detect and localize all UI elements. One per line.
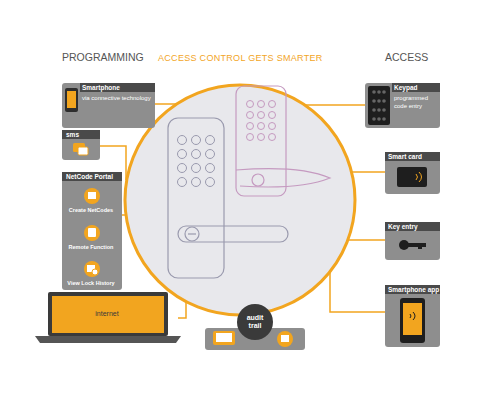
- keypad-dot: [382, 99, 386, 103]
- keypad-dot: [377, 108, 381, 112]
- info-box: Key entry: [385, 222, 440, 260]
- keypad-dot: [206, 178, 215, 187]
- info-box: Keypad programmed code entry: [365, 83, 440, 128]
- keypad-dot: [247, 112, 254, 119]
- info-box: Smartphone app: [385, 285, 440, 347]
- lock-circle: [125, 85, 355, 315]
- keypad-dot: [372, 90, 376, 94]
- keypad-dot: [178, 178, 187, 187]
- back-lock: [236, 86, 330, 196]
- portal-box: NetCode PortalCreate NetCodesRemote Func…: [62, 172, 122, 290]
- info-box: Smartphone via connective technology: [62, 83, 155, 128]
- node-heading: Keypad: [394, 83, 438, 92]
- node-heading: Smart card: [388, 152, 438, 161]
- keypad-dot: [206, 150, 215, 159]
- keypad-dot: [178, 136, 187, 145]
- box-backgrounds: [35, 83, 440, 350]
- node-body: programmed code entry: [394, 95, 438, 110]
- info-box: Smart card: [385, 152, 440, 194]
- keypad-dot: [192, 150, 201, 159]
- keypad-dot: [269, 123, 276, 130]
- keypad-dot: [247, 134, 254, 141]
- info-box: sms: [62, 130, 100, 160]
- keypad-dot: [269, 112, 276, 119]
- keypad-dot: [247, 101, 254, 108]
- keypad-dot: [372, 108, 376, 112]
- keypad-dot: [206, 136, 215, 145]
- node-heading: View Lock History: [62, 280, 120, 287]
- keypad-dot: [206, 164, 215, 173]
- leader-lines: [100, 104, 385, 318]
- section-label: PROGRAMMING: [62, 51, 144, 63]
- node-heading: audit trail: [241, 314, 269, 330]
- keypad-dot: [178, 150, 187, 159]
- section-label: ACCESS: [385, 51, 428, 63]
- keypad-dot: [382, 108, 386, 112]
- node-heading: Smartphone: [82, 83, 153, 92]
- node-heading: Smartphone app: [388, 285, 438, 294]
- portal-item: Remote Function: [62, 244, 122, 253]
- node-heading: Key entry: [388, 222, 438, 231]
- node-heading: sms: [66, 130, 98, 139]
- node-heading: Create NetCodes: [62, 207, 120, 214]
- keypad-dot: [258, 123, 265, 130]
- internet-screen: internet: [52, 299, 164, 329]
- keypad-dot: [377, 99, 381, 103]
- keypad-dot: [192, 136, 201, 145]
- keypad-dot: [258, 101, 265, 108]
- node-heading: NetCode Portal: [66, 172, 120, 181]
- keypad-dot: [377, 90, 381, 94]
- keypad-dot: [372, 99, 376, 103]
- diagram-title: ACCESS CONTROL GETS SMARTER: [158, 53, 323, 63]
- keypad-dot: [382, 117, 386, 121]
- keypad-dot: [247, 123, 254, 130]
- keypad-dot: [258, 112, 265, 119]
- keypad-dot: [192, 178, 201, 187]
- node-body: via connective technology: [82, 95, 153, 103]
- node-heading: internet: [52, 299, 162, 329]
- audit-circle: audit trail: [237, 304, 273, 340]
- keypad-dot: [258, 134, 265, 141]
- portal-item: View Lock History: [62, 280, 122, 289]
- portal-item: Create NetCodes: [62, 207, 122, 216]
- node-heading: Remote Function: [62, 244, 120, 251]
- keypad-dot: [377, 117, 381, 121]
- keypad-dot: [382, 90, 386, 94]
- keypad-dot: [178, 164, 187, 173]
- front-lock: [168, 118, 288, 278]
- keypad-dot: [269, 134, 276, 141]
- keypad-dot: [269, 101, 276, 108]
- keypad-dot: [372, 117, 376, 121]
- keypad-dot: [192, 164, 201, 173]
